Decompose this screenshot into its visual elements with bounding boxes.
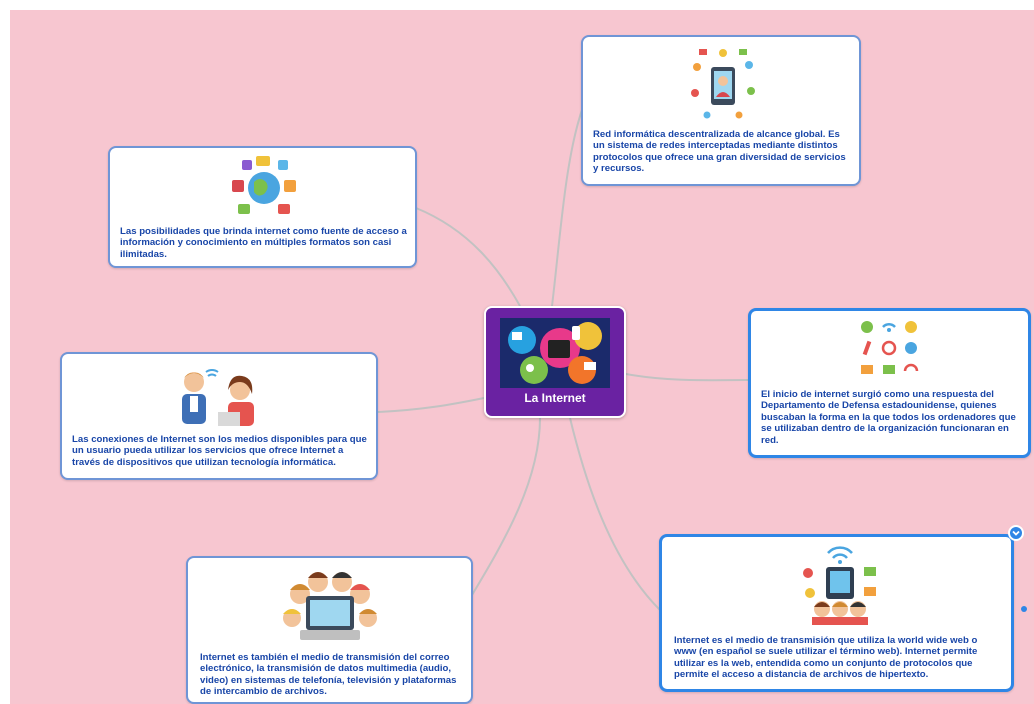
connector-middle-left — [377, 397, 485, 413]
connector-top-left — [415, 207, 521, 307]
resize-handle[interactable] — [1021, 606, 1027, 612]
node-top-left-text: Las posibilidades que brinda internet co… — [120, 226, 407, 260]
connector-bottom-right — [569, 417, 661, 611]
central-topic-title: La Internet — [524, 391, 586, 405]
node-middle-right-text: El inicio de internet surgió como una re… — [761, 389, 1016, 446]
chevron-down-icon[interactable] — [1008, 525, 1024, 541]
canvas-left-edge — [0, 0, 10, 704]
node-bottom-right-text: Internet es el medio de transmisión que … — [674, 635, 978, 681]
node-top-left[interactable]: Las posibilidades que brinda internet co… — [108, 146, 417, 268]
node-top-right-text: Red informática descentralizada de alcan… — [593, 129, 846, 175]
connector-middle-right — [625, 373, 749, 382]
connector-top-right — [551, 109, 583, 307]
node-middle-left-text: Las conexiones de Internet son los medio… — [72, 434, 367, 468]
person-tablet-network-icon — [691, 49, 755, 119]
globe-people-network-icon — [232, 156, 296, 214]
node-bottom-left-text: Internet es también el medio de transmis… — [200, 652, 457, 698]
node-bottom-right[interactable]: Internet es el medio de transmisión que … — [659, 534, 1014, 692]
node-middle-right[interactable]: El inicio de internet surgió como una re… — [748, 308, 1031, 458]
canvas-top-edge — [0, 0, 1034, 10]
people-phone-wifi-icon — [803, 546, 876, 625]
group-around-computer-icon — [283, 572, 377, 640]
connector-bottom-left — [471, 417, 541, 596]
internet-apps-collage-icon — [500, 318, 610, 388]
internet-icons-grid-icon — [859, 319, 919, 379]
node-bottom-left[interactable]: Internet es también el medio de transmis… — [186, 556, 473, 704]
people-communicating-icon — [182, 369, 254, 426]
node-middle-left[interactable]: Las conexiones de Internet son los medio… — [60, 352, 378, 480]
central-topic[interactable]: La Internet — [484, 306, 626, 418]
node-top-right[interactable]: Red informática descentralizada de alcan… — [581, 35, 861, 186]
